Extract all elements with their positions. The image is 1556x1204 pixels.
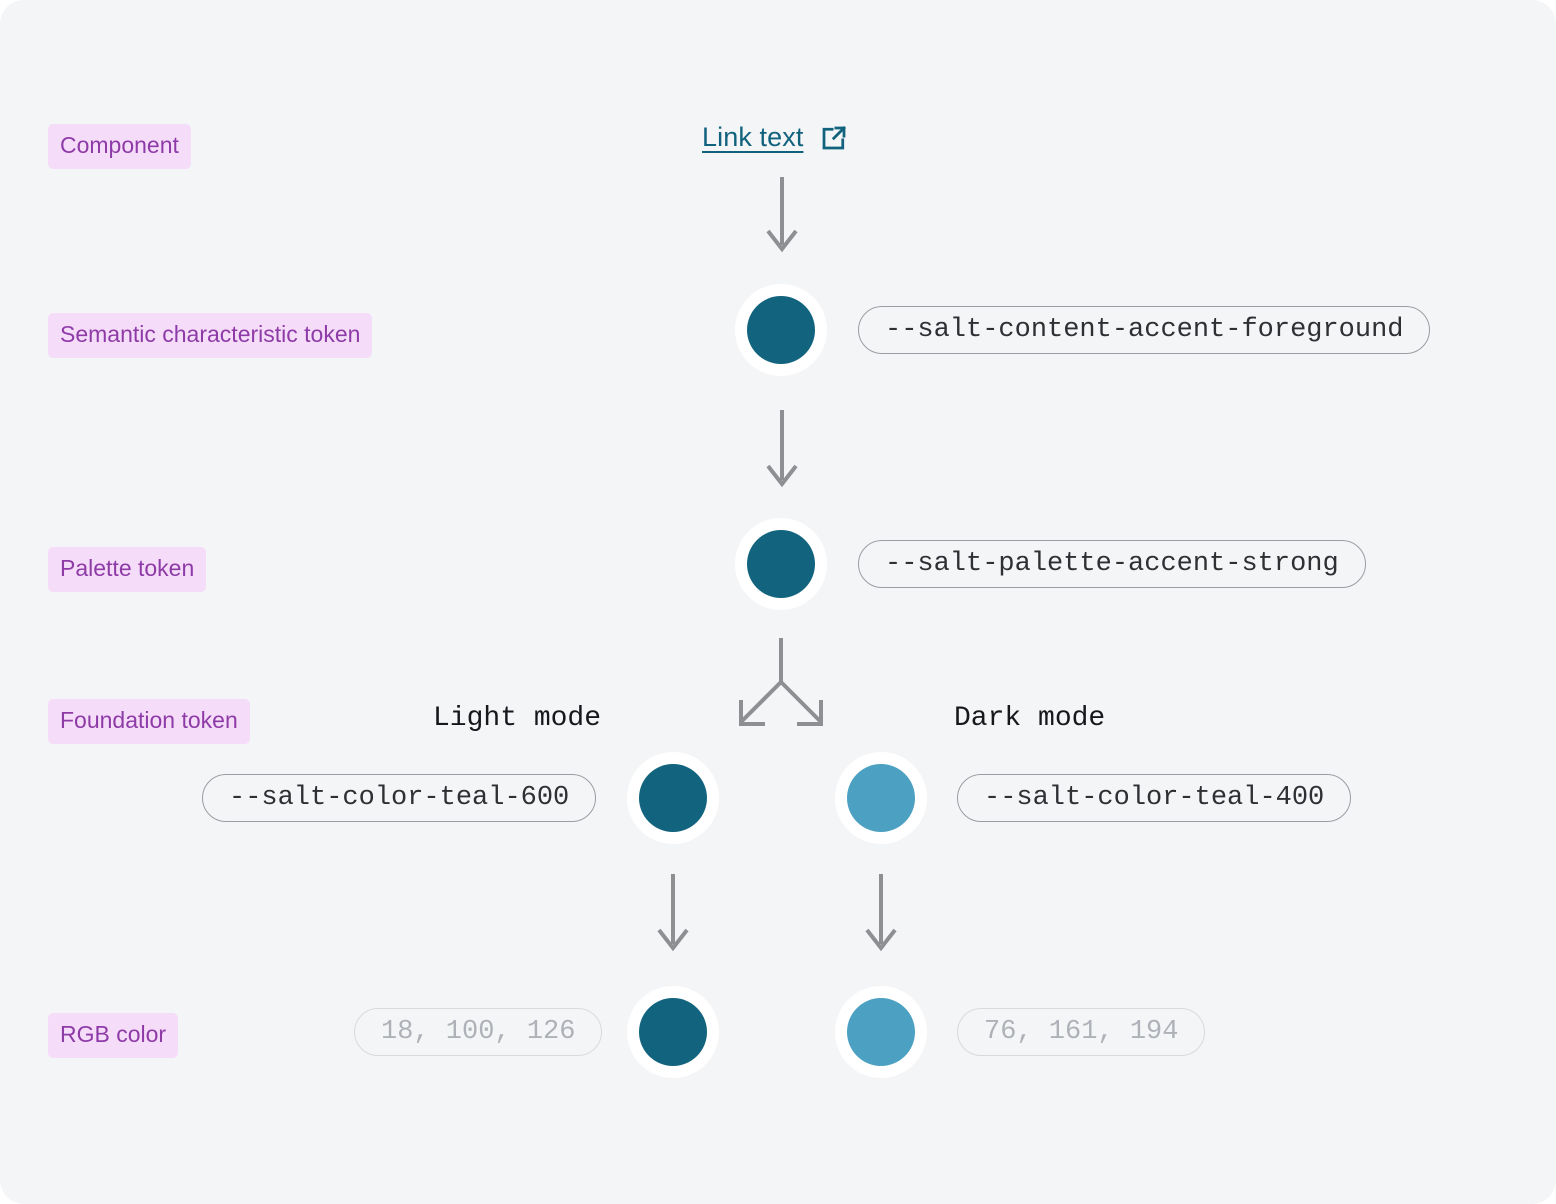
external-link-icon: [819, 123, 849, 153]
swatch-rgb-dark: [847, 998, 915, 1066]
row-label-rgb-color: RGB color: [48, 1013, 179, 1058]
swatch-semantic-accent-foreground: [747, 296, 815, 364]
token-pill-dark-foundation[interactable]: --salt-color-teal-400: [957, 774, 1352, 822]
arrow-semantic-to-palette: [762, 408, 802, 496]
row-label-semantic-characteristic-token: Semantic characteristic token: [48, 313, 373, 358]
arrow-light-foundation-to-rgb: [653, 872, 693, 960]
swatch-rgb-light: [639, 998, 707, 1066]
arrow-dark-foundation-to-rgb: [861, 872, 901, 960]
rgb-pill-dark: 76, 161, 194: [957, 1008, 1206, 1056]
rgb-pill-light: 18, 100, 126: [354, 1008, 603, 1056]
arrow-palette-branch: [723, 636, 839, 740]
row-label-foundation-token: Foundation token: [48, 699, 250, 744]
row-label-palette-token: Palette token: [48, 547, 207, 592]
caption-light-mode: Light mode: [433, 703, 602, 734]
arrow-component-to-semantic: [762, 175, 802, 260]
swatch-palette-accent-strong: [747, 530, 815, 598]
link-component[interactable]: Link text: [702, 122, 849, 153]
token-pill-palette[interactable]: --salt-palette-accent-strong: [858, 540, 1366, 588]
swatch-dark-teal-400: [847, 764, 915, 832]
caption-dark-mode: Dark mode: [954, 703, 1106, 734]
token-pill-light-foundation[interactable]: --salt-color-teal-600: [202, 774, 597, 822]
link-text[interactable]: Link text: [702, 122, 804, 152]
row-label-component: Component: [48, 124, 191, 169]
swatch-light-teal-600: [639, 764, 707, 832]
token-pill-semantic[interactable]: --salt-content-accent-foreground: [858, 306, 1431, 354]
